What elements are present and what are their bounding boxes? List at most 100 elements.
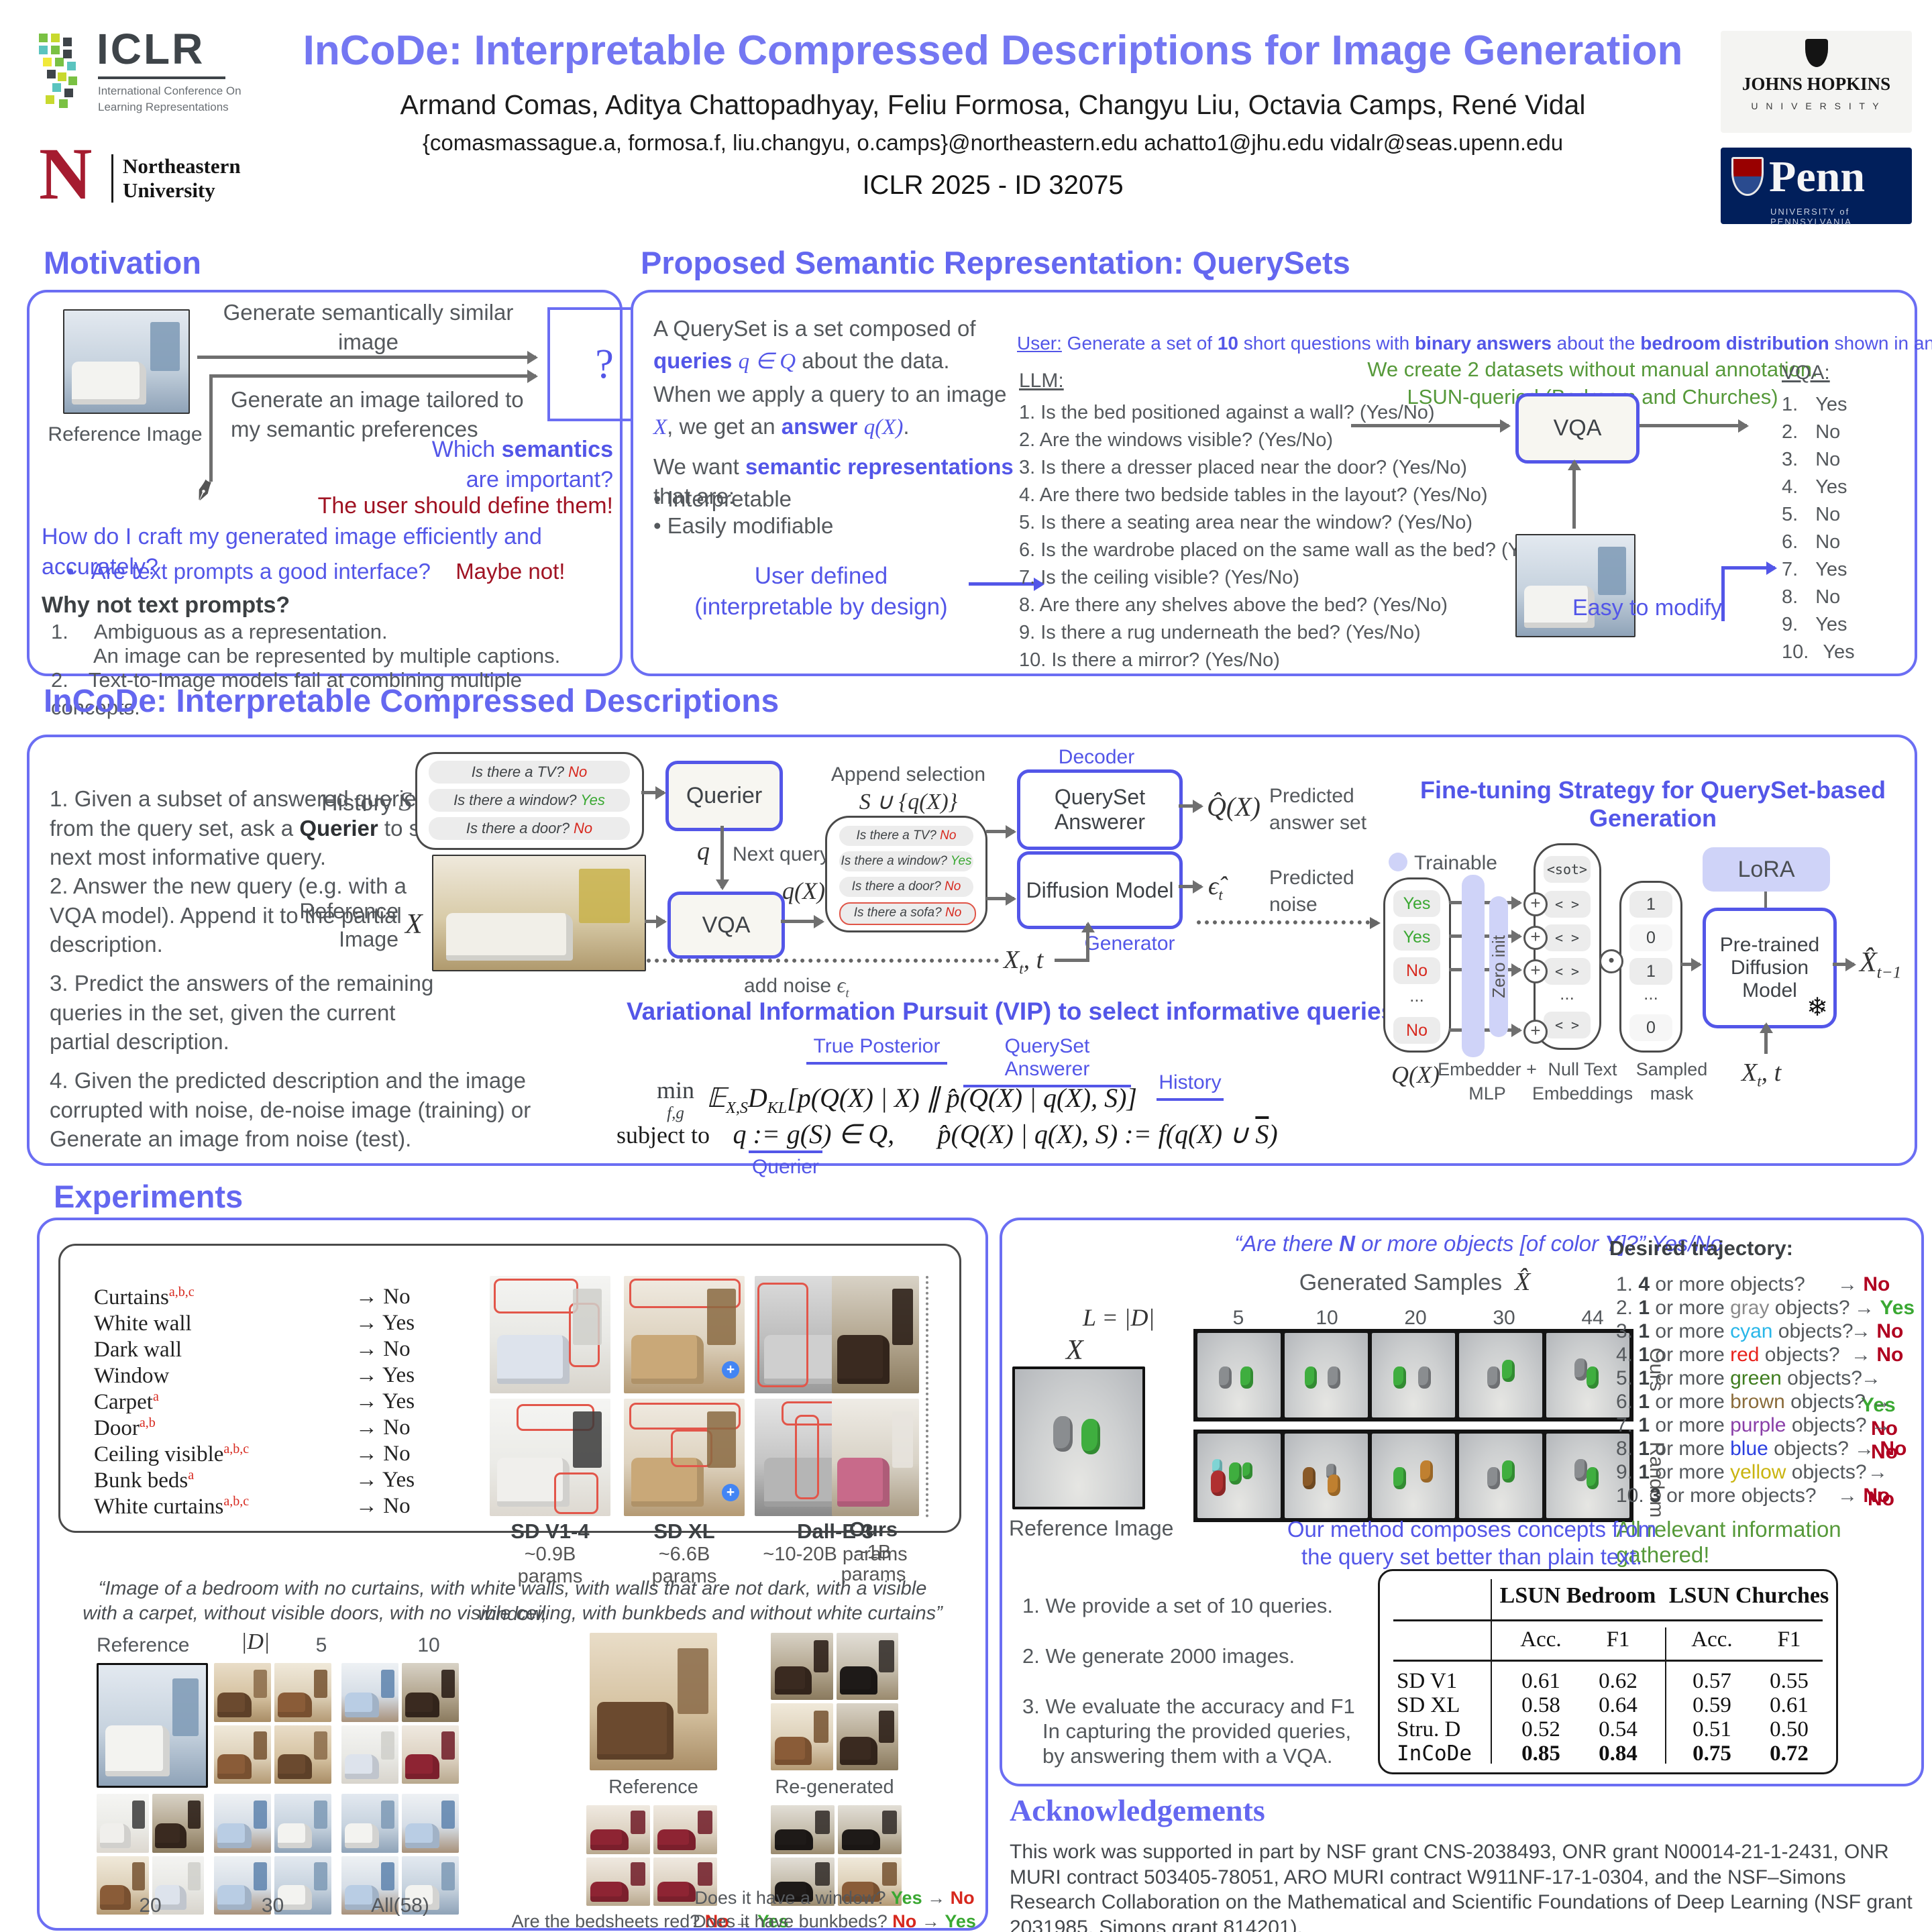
- jhu-logo: JOHNS HOPKINS U N I V E R S I T Y: [1721, 31, 1912, 133]
- iclr-subtitle-1: International Conference On: [98, 85, 241, 97]
- grid-d5-tile: [214, 1663, 271, 1722]
- attribute-comparison-box: Curtainsa,b,c → No White wall → Yes Dark…: [58, 1244, 961, 1587]
- ft-arrow-row4: [1449, 1028, 1520, 1032]
- table-acc-2: Acc.: [1691, 1627, 1733, 1652]
- lora-box: LoRA: [1703, 847, 1830, 892]
- history-label: History S: [321, 786, 413, 816]
- bunkbed-grid: [771, 1805, 902, 1906]
- vip-history-label: History: [1157, 1071, 1224, 1101]
- penn-shield-icon: [1731, 157, 1764, 196]
- xt-label: Xt, t: [1004, 946, 1044, 977]
- traj-9: 9. 1 or more yellow objects?→ No: [1616, 1461, 1894, 1510]
- bunk-tile: [771, 1805, 835, 1854]
- vqa-answer-7: 7.Yes: [1782, 559, 1847, 580]
- arrow-mask-diffusion: [1681, 963, 1700, 966]
- want-bullet-1: • Interpretable: [653, 486, 792, 511]
- ft-qx-label: Q(X): [1391, 1061, 1440, 1088]
- craft-question: How do I craft my generated image effici…: [42, 524, 542, 580]
- grid-d5: [214, 1663, 331, 1784]
- pair-reference-label: Reference: [608, 1776, 698, 1798]
- ours-sample-2: [1285, 1333, 1368, 1417]
- snowflake-icon: ❄: [1807, 994, 1828, 1022]
- arrow-from-vqa: [1640, 424, 1747, 427]
- attr-val-1: → No: [356, 1285, 411, 1309]
- incode-reference-photo: [432, 855, 646, 971]
- model-params-2: ~6.6B params: [651, 1544, 717, 1587]
- col-10: 10: [1316, 1307, 1338, 1329]
- bunk-caption-2: Does it have bunkbeds? No → Yes: [693, 1911, 976, 1931]
- ft-answer-dots: ...: [1409, 985, 1424, 1006]
- incode-ref-x: X: [405, 909, 423, 940]
- table-group-1: LSUN Bedroom: [1499, 1583, 1656, 1608]
- prompt-quote-1: “Image of a bedroom with no curtains, wi…: [98, 1578, 927, 1625]
- plus-circle-4: +: [1523, 1020, 1548, 1044]
- motivation-reference-label: Reference Image: [48, 423, 203, 445]
- want-line: We want semantic representations that ar…: [653, 454, 1014, 508]
- add-noise-label: add noise ϵt: [744, 973, 849, 1001]
- grid-d30-tile: [214, 1856, 271, 1915]
- cell: 0.61: [1770, 1693, 1809, 1717]
- iclr-logo: ICLR International Conference On Learnin…: [39, 25, 280, 129]
- vqa-box: VQA: [1515, 393, 1640, 464]
- bunk-caption-1: Does it have a window? Yes → No: [694, 1888, 975, 1908]
- col-30: 30: [1493, 1307, 1515, 1329]
- sdv14-image-top: [490, 1276, 610, 1393]
- vqa-answer-10: 10.Yes: [1782, 641, 1855, 663]
- vip-heading: Variational Information Pursuit (VIP) to…: [627, 998, 1395, 1025]
- page-title: InCoDe: Interpretable Compressed Descrip…: [303, 28, 1683, 74]
- incode-step-1: 1. Given a subset of answered queries fr…: [50, 786, 467, 870]
- vip-querier-label: Querier: [749, 1150, 822, 1179]
- grid-d20-tile: [97, 1794, 149, 1853]
- pair-regenerated-label: Re-generated: [775, 1776, 894, 1798]
- xt-elbow-h: [1055, 959, 1088, 962]
- cell: 0.64: [1599, 1693, 1638, 1717]
- grid-d30-tile: [214, 1794, 271, 1853]
- mask-box: 1 0 1 ... 0: [1619, 881, 1682, 1053]
- history-box: Is there a TV? No Is there a window? Yes…: [415, 752, 644, 850]
- title-block: InCoDe: Interpretable Compressed Descrip…: [288, 27, 1697, 201]
- grid-d10-tile: [341, 1725, 398, 1784]
- lora-label: LoRA: [1737, 856, 1795, 882]
- traj-2: 2. 1 or more gray objects?→ Yes: [1616, 1297, 1915, 1319]
- jhu-subtitle: U N I V E R S I T Y: [1751, 101, 1882, 111]
- pair-regenerated-grid: [771, 1633, 898, 1770]
- easy-modify-label: Easy to modify: [1572, 595, 1722, 621]
- upscale-icon: +: [722, 1484, 739, 1501]
- model-name-2: SD XL: [653, 1519, 715, 1543]
- selection-pill-2: Is there a window? Yes: [839, 851, 973, 871]
- question-10: 10. Is there a mirror? (Yes/No): [1019, 649, 1280, 671]
- col-5: 5: [1232, 1307, 1244, 1329]
- prompt-quote-2: with a carpet, without visible doors, wi…: [83, 1603, 943, 1624]
- lora-line: [1764, 892, 1767, 908]
- iclr-underline: [98, 76, 225, 79]
- cell: 0.55: [1770, 1669, 1809, 1693]
- selection-pill-new: Is there a sofa? No: [839, 902, 976, 925]
- sdxl-image-bottom: +: [624, 1399, 745, 1516]
- random-sample-2: [1285, 1434, 1368, 1518]
- all-info-note: All relevant information gathered!: [1616, 1517, 1841, 1567]
- red-tile: [586, 1805, 650, 1854]
- trainable-label: Trainable: [1414, 852, 1497, 874]
- attr-val-6: → No: [356, 1415, 411, 1440]
- sot-token: <sot>: [1544, 856, 1591, 883]
- why-item-2: 2.Text-to-Image models fail at combining…: [51, 668, 522, 719]
- motivation-reference-photo: [63, 309, 190, 414]
- table-row-1-name: SD V1: [1397, 1669, 1458, 1693]
- queryset-photo: [1515, 534, 1635, 637]
- want-bullet-2: • Easily modifiable: [653, 513, 834, 538]
- diffusion-model-box: Diffusion Model: [1017, 851, 1183, 929]
- attr-row-8: Bunk bedsa: [94, 1468, 195, 1493]
- grid-d20-tile: [97, 1856, 149, 1915]
- cell: 0.59: [1693, 1693, 1731, 1717]
- question-8: 8. Are there any shelves above the bed? …: [1019, 594, 1448, 616]
- mask-2: 0: [1629, 924, 1672, 951]
- question-7: 7. Is the ceiling visible? (Yes/No): [1019, 567, 1300, 588]
- ft-arrow-row2: [1449, 934, 1520, 938]
- trainable-dot-icon: [1389, 853, 1407, 871]
- grid-d5-tile: [274, 1725, 331, 1784]
- why-not-heading: Why not text prompts?: [42, 592, 290, 618]
- pen-line: [209, 374, 213, 482]
